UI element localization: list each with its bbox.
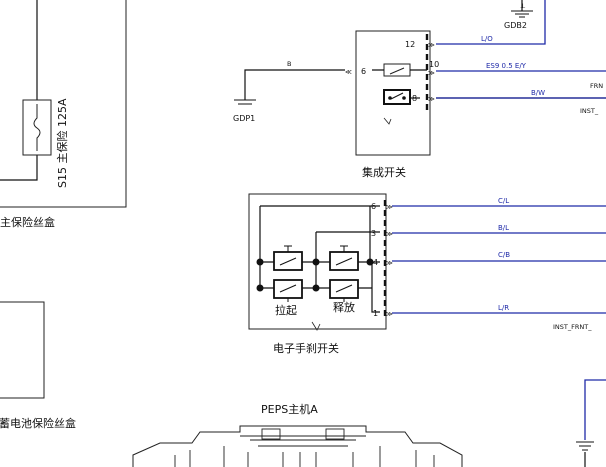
main-fuse-box: S15 主保险 125A 主保险丝盒 bbox=[0, 0, 127, 229]
integrated-pin-8: 8 bbox=[412, 94, 417, 103]
push-switch-icon bbox=[335, 284, 353, 302]
epb-switch-block-br bbox=[329, 279, 359, 302]
junction-dot-icon bbox=[312, 284, 320, 292]
junction-dot-icon bbox=[256, 284, 264, 292]
integrated-switch: 12 ≫ 6 ≪ 10 ≫ 8 ≫ 集成开关 bbox=[345, 30, 439, 179]
epb-pin-6: 6 bbox=[371, 202, 376, 211]
ground-mark-icon: ⊥ bbox=[520, 2, 526, 10]
integrated-switch-title: 集成开关 bbox=[362, 165, 406, 179]
epb-switch-title: 电子手刹开关 bbox=[273, 341, 339, 355]
wire-pin12 bbox=[436, 0, 546, 45]
epb-switch: 6 ≫ 3 ≫ 4 ≫ 1 ≫ 拉起 释放 电子手刹开关 bbox=[248, 193, 393, 355]
epb-label-pull: 拉起 bbox=[275, 303, 297, 317]
integrated-pin-6: 6 bbox=[361, 67, 366, 76]
peps-connector-detail bbox=[240, 435, 366, 447]
pin-chevron-icon: ≫ bbox=[386, 230, 393, 238]
ground-gdp1-symbol-icon bbox=[234, 99, 256, 105]
junction-dot-icon bbox=[256, 258, 264, 266]
epb-switch-block-tr bbox=[329, 245, 359, 271]
integrated-pin-10: 10 bbox=[429, 60, 439, 69]
epb-leader-icon bbox=[311, 321, 321, 331]
switch-6-symbol bbox=[383, 63, 411, 77]
epb-switch-block-tl bbox=[273, 245, 303, 271]
peps-title: PEPS主机A bbox=[261, 402, 318, 416]
junction-dot-icon bbox=[366, 258, 374, 266]
pin-8-chevron-icon: ≫ bbox=[428, 95, 435, 103]
wire-b-to-gdp1 bbox=[244, 69, 345, 100]
integrated-pin-12: 12 bbox=[405, 40, 415, 49]
wire-epb-pin4-label: C/B bbox=[498, 251, 510, 259]
ground-gdb2-label: GDB2 bbox=[504, 21, 527, 30]
pin-6-chevron-icon: ≪ bbox=[345, 68, 352, 76]
epb-label-release: 释放 bbox=[333, 300, 355, 314]
push-switch-icon bbox=[279, 245, 297, 266]
pin-chevron-icon: ≫ bbox=[386, 259, 393, 267]
switch-8-dot-right-icon bbox=[402, 96, 406, 100]
peps-unit: PEPS主机A bbox=[132, 402, 463, 467]
junction-dot-icon bbox=[312, 258, 320, 266]
ground-gdp1-label: GDP1 bbox=[233, 114, 255, 123]
switch-6-contact-icon bbox=[389, 67, 405, 75]
integrated-right-inst: INST_ bbox=[580, 107, 599, 115]
main-fuse-wire-bottom bbox=[0, 155, 38, 181]
push-switch-icon bbox=[279, 284, 297, 302]
fuse-element-icon bbox=[33, 104, 41, 151]
peps-latch-left bbox=[261, 428, 281, 440]
epb-pin-4: 4 bbox=[373, 258, 378, 267]
ground-bottom-right-icon bbox=[576, 441, 594, 451]
integrated-switch-outline bbox=[355, 30, 431, 156]
pin-chevron-icon: ≫ bbox=[386, 203, 393, 211]
epb-pin-1: 1 bbox=[373, 309, 378, 318]
wire-pin12-label: L/O bbox=[481, 35, 493, 43]
switch-8-contact-icon bbox=[390, 92, 404, 100]
wire-epb-pin3-label: B/L bbox=[498, 224, 509, 232]
ground-gdb2: ⊥ GDB2 bbox=[504, 0, 533, 30]
battery-fuse-box: 蓄电池保险丝盒 bbox=[0, 301, 76, 430]
wire-pin10-label: ES9 0.5 E/Y bbox=[486, 62, 527, 70]
wire-bottom-right bbox=[584, 379, 606, 440]
epb-pin-3: 3 bbox=[371, 229, 376, 238]
pin-12-chevron-icon: ≫ bbox=[428, 41, 435, 49]
ground-symbol-icon bbox=[511, 10, 533, 18]
integrated-leader-icon bbox=[383, 117, 392, 125]
pin-chevron-icon: ≫ bbox=[386, 310, 393, 318]
integrated-right-frn: FRN bbox=[590, 82, 603, 90]
wire-epb-pin1-label: L/R bbox=[498, 304, 509, 312]
wire-epb-pin6-label: C/L bbox=[498, 197, 509, 205]
wire-b-label: B bbox=[287, 60, 291, 68]
main-fuse-box-outline bbox=[0, 0, 127, 208]
peps-pin-cavities bbox=[174, 446, 435, 467]
peps-latch-right bbox=[325, 428, 345, 440]
peps-connector-outline bbox=[132, 425, 463, 467]
epb-right-label: INST_FRNT_ bbox=[553, 323, 592, 331]
main-fuse-box-title: 主保险丝盒 bbox=[0, 215, 55, 229]
wire-pin8-label: B/W bbox=[531, 89, 545, 97]
push-switch-icon bbox=[335, 245, 353, 266]
switch-8-dot-left-icon bbox=[388, 96, 392, 100]
switch-8-symbol bbox=[383, 89, 411, 105]
battery-fuse-box-title: 蓄电池保险丝盒 bbox=[0, 416, 76, 430]
epb-switch-block-bl bbox=[273, 279, 303, 302]
pin-10-chevron-icon: ≫ bbox=[428, 69, 435, 77]
main-fuse-label: S15 主保险 125A bbox=[55, 98, 69, 188]
epb-internal-pin1 bbox=[371, 262, 380, 313]
battery-fuse-box-outline bbox=[0, 301, 45, 399]
ground-gdp1: GDP1 bbox=[233, 99, 256, 123]
